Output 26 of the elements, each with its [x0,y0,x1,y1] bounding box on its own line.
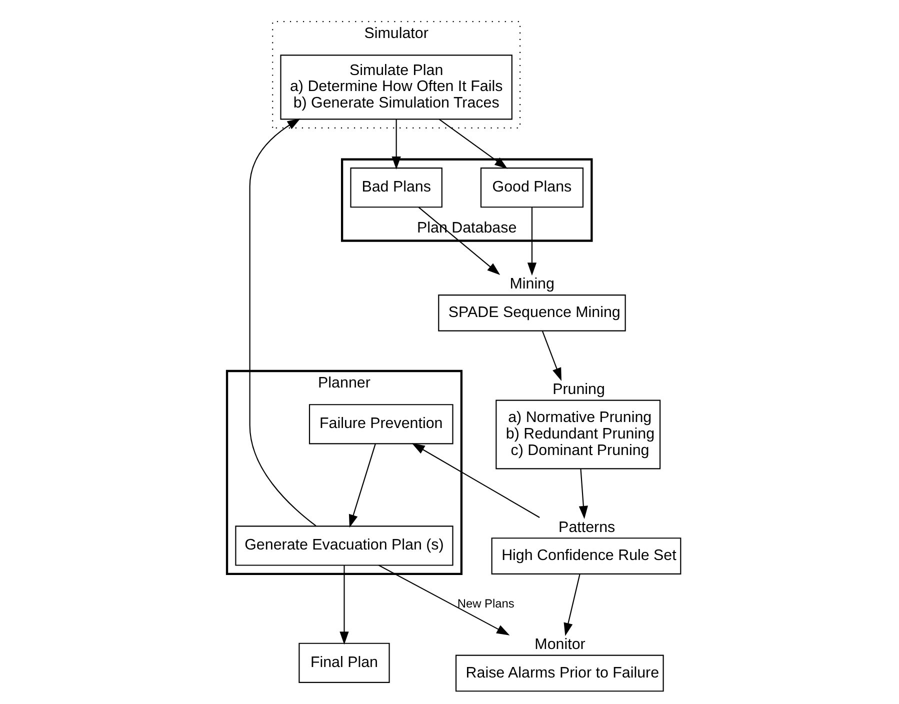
arrow [418,206,500,276]
arrow [392,119,401,170]
arrow [378,564,510,636]
node-box: Generate Evacuation Plan (s) [235,526,454,566]
node-label: Patterns [558,518,616,536]
node-label: Pruning [552,381,605,398]
node-box: SPADE Sequence Mining [438,294,626,332]
arrow [578,468,588,519]
node-box: Raise Alarms Prior to Failure [455,654,664,692]
node-box: Bad Plans [350,168,442,208]
arrow [527,207,537,276]
node-box: Failure Prevention [308,404,454,444]
arrow [249,118,316,526]
node-box: High Confidence Rule Set [491,538,682,574]
node-box: Good Plans [480,168,584,208]
arrow [542,330,562,381]
node-label: Mining [510,276,554,293]
arrow [340,565,349,645]
edge-label: New Plans [457,596,514,610]
node-box: Simulate Plan a) Determine How Often It Fails b) Generate Simulation Traces [280,54,512,120]
arrow [348,444,376,528]
arrow [564,574,580,636]
node-label: Monitor [534,636,586,654]
arrow [412,443,540,518]
node-box: Final Plan [298,642,390,683]
node-box: a) Normative Pruning b) Redundant Pruning c) Dominant Pruning [496,400,661,470]
